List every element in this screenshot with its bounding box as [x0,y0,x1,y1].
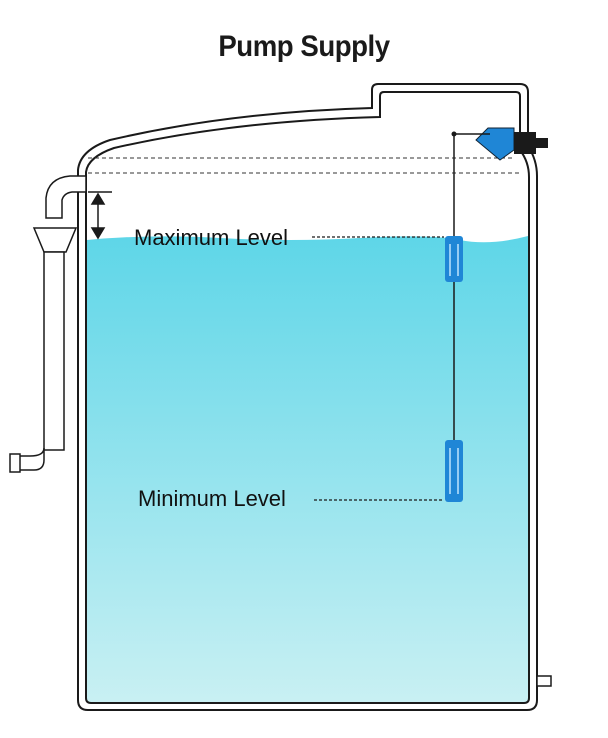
diagram-title: Pump Supply [218,30,390,63]
float-switch-icon [445,236,463,282]
minimum-level-label: Minimum Level [138,486,286,511]
drain-outlet [536,675,552,687]
maximum-level-label: Maximum Level [134,225,289,250]
tank-outline [77,83,538,711]
water-body [87,236,528,704]
float-switch-icon [445,440,463,502]
cable-gland-icon [451,127,548,161]
double-arrow-icon [88,191,112,240]
reference-dashed-lines [88,157,520,174]
overflow-pipe [9,175,87,473]
